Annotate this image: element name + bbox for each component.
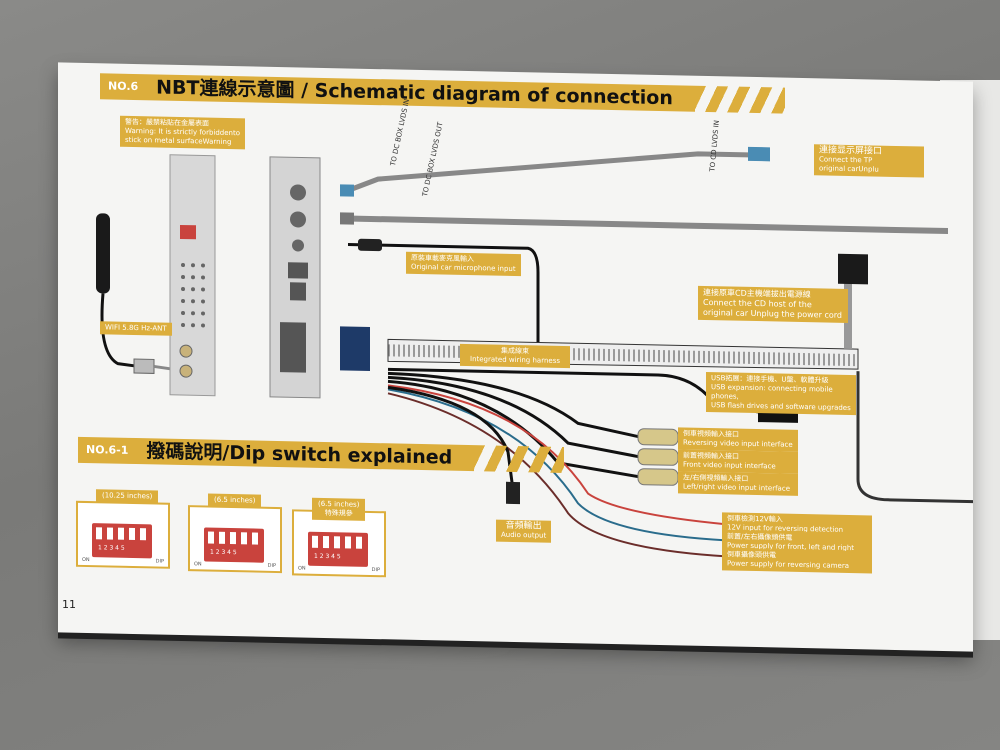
dip-numbers: 1 2 3 4 5 xyxy=(314,552,341,561)
rca-side-icon xyxy=(637,468,679,486)
dip-caption: (6.5 inches) xyxy=(208,493,262,508)
dip-switch-6-5: (6.5 inches) 1 2 3 4 5 ON DIP xyxy=(188,493,282,574)
power-label-reverse: 倒車攝像頭供電 Power supply for reversing camer… xyxy=(722,548,872,574)
dip-switch-block: 1 2 3 4 5 xyxy=(92,523,152,559)
dip-switch-10-25: (10.25 inches) 1 2 3 4 5 ON DIP xyxy=(76,489,170,569)
usb-label: USB拓展：連接手機、U盤、軟體升級 USB expansion: connec… xyxy=(706,371,856,416)
harness-en: Integrated wiring harness xyxy=(470,355,560,365)
section-number-2: NO.6-1 xyxy=(78,436,137,465)
wifi-label: WIFI 5.8G Hz-ANT xyxy=(100,321,172,336)
rca-reverse-en: Reversing video input interface xyxy=(683,438,793,449)
dip-switch-block: 1 2 3 4 5 xyxy=(204,527,264,563)
audio-en: Audio output xyxy=(501,530,547,540)
dip-numbers: 1 2 3 4 5 xyxy=(210,548,237,557)
dip-sub: 特殊規參 xyxy=(324,509,353,518)
audio-jack-icon xyxy=(506,481,520,505)
lvds-in-cable xyxy=(347,151,748,193)
rca-side-en: Left/right video input interface xyxy=(683,482,790,493)
dip-on: ON xyxy=(194,561,202,568)
wire-12v xyxy=(387,384,729,526)
dip-dip: DIP xyxy=(371,566,380,574)
dip-on: ON xyxy=(298,565,306,572)
wire-front-camera xyxy=(387,388,729,542)
dip-on: ON xyxy=(82,556,90,564)
rca-reverse-icon xyxy=(637,428,679,446)
power-reverse-en: Power supply for reversing camera xyxy=(727,559,850,570)
dip-dip: DIP xyxy=(155,558,164,565)
dip-caption: (6.5 inches) 特殊規參 xyxy=(312,497,366,521)
rca-label-reverse: 倒車視頻輸入接口 Reversing video input interface xyxy=(678,427,798,452)
microphone-label: 原裝車載麥克風輸入 Original car microphone input xyxy=(406,251,521,277)
dip-switch-block: 1 2 3 4 5 xyxy=(308,531,368,567)
microphone-jack-icon xyxy=(358,238,382,252)
microphone-en: Original car microphone input xyxy=(411,262,516,274)
rca-label-front: 前置視頻輸入接口 Front video input interface xyxy=(678,449,798,474)
page-number: 11 xyxy=(62,598,76,611)
warning-en-2: stick on metal surfaceWarning xyxy=(125,135,232,147)
header-stripes-2 xyxy=(474,445,565,474)
dip-numbers: 1 2 3 4 5 xyxy=(98,544,125,552)
screen-connect-label: 連接显示屏接口 Connect the TP original carUnplu xyxy=(814,144,924,178)
box-module-front-icon xyxy=(169,154,216,397)
antenna-cable xyxy=(100,293,137,368)
screen-connect-en-2: original carUnplu xyxy=(819,164,879,174)
dip-switch-6-5-special: (6.5 inches) 特殊規參 1 2 3 4 5 ON DIP xyxy=(292,497,386,578)
warning-label: 警告：嚴禁粘貼在金屬表面 Warning: It is strictly for… xyxy=(120,115,246,150)
dip-caption: (10.25 inches) xyxy=(96,489,159,504)
cd-power-connector-icon xyxy=(838,253,868,285)
antenna-connector-icon xyxy=(133,358,155,374)
cd-host-label: 連接原車CD主機端拔出電源線 Connect the CD host of th… xyxy=(698,285,848,323)
rca-front-icon xyxy=(637,448,679,466)
cd-host-en-2: original car Unplug the power cord xyxy=(703,307,842,320)
harness-label: 集成線束 Integrated wiring harness xyxy=(460,343,570,369)
microphone-cable xyxy=(348,242,540,343)
integrated-harness-cable xyxy=(388,344,858,367)
usb-en-2: USB flash drives and software upgrades xyxy=(711,401,851,413)
manual-page: NO.6 NBT連線示意圖 / Schematic diagram of con… xyxy=(58,62,973,652)
wire-reverse-camera xyxy=(387,392,729,558)
audio-output-label: 音頻輸出 Audio output xyxy=(496,519,552,543)
rca-front-en: Front video input interface xyxy=(683,460,776,471)
rca-label-side: 左/右側視頻輸入接口 Left/right video input interf… xyxy=(678,471,798,496)
lvds-out-cable xyxy=(348,215,948,235)
dip-dip: DIP xyxy=(267,562,276,569)
antenna-icon xyxy=(96,213,110,294)
harness-connector-icon xyxy=(340,326,370,371)
screen-connector-icon xyxy=(748,146,770,162)
